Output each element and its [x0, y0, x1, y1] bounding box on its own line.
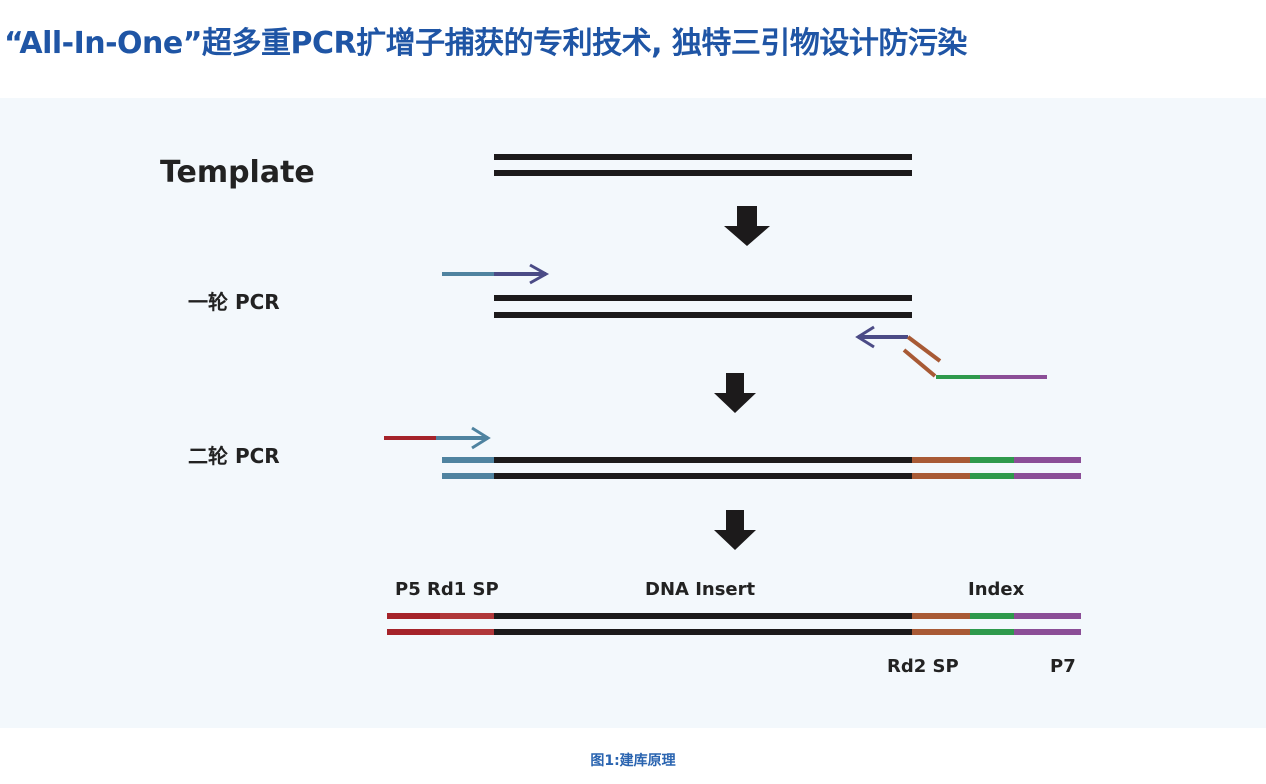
reverse-primer-1 [855, 325, 1047, 379]
p7-label: P7 [1050, 656, 1076, 677]
down-arrow-icon [724, 206, 770, 246]
down-arrow-icon [714, 373, 756, 413]
p5-rd1-sp-label: P5 Rd1 SP [395, 579, 499, 600]
template-label: Template [160, 155, 315, 190]
forward-primer-2 [384, 426, 491, 450]
figure-caption: 图1:建库原理 [590, 753, 676, 769]
page-title: “All-In-One”超多重PCR扩增子捕获的专利技术, 独特三引物设计防污染 [4, 26, 967, 61]
round2-label: 二轮 PCR [188, 444, 280, 468]
dna-insert-label: DNA Insert [645, 579, 756, 600]
down-arrow-icon [714, 510, 756, 550]
final-library-strands [387, 613, 1081, 635]
round1-label: 一轮 PCR [188, 290, 280, 314]
diagram-panel [0, 98, 1266, 728]
round2-strands [442, 457, 1081, 479]
template-strands [494, 154, 912, 176]
forward-primer-1 [442, 263, 550, 285]
rd2-sp-label: Rd2 SP [887, 656, 959, 677]
round1-strands [494, 295, 912, 318]
index-label: Index [968, 579, 1025, 600]
